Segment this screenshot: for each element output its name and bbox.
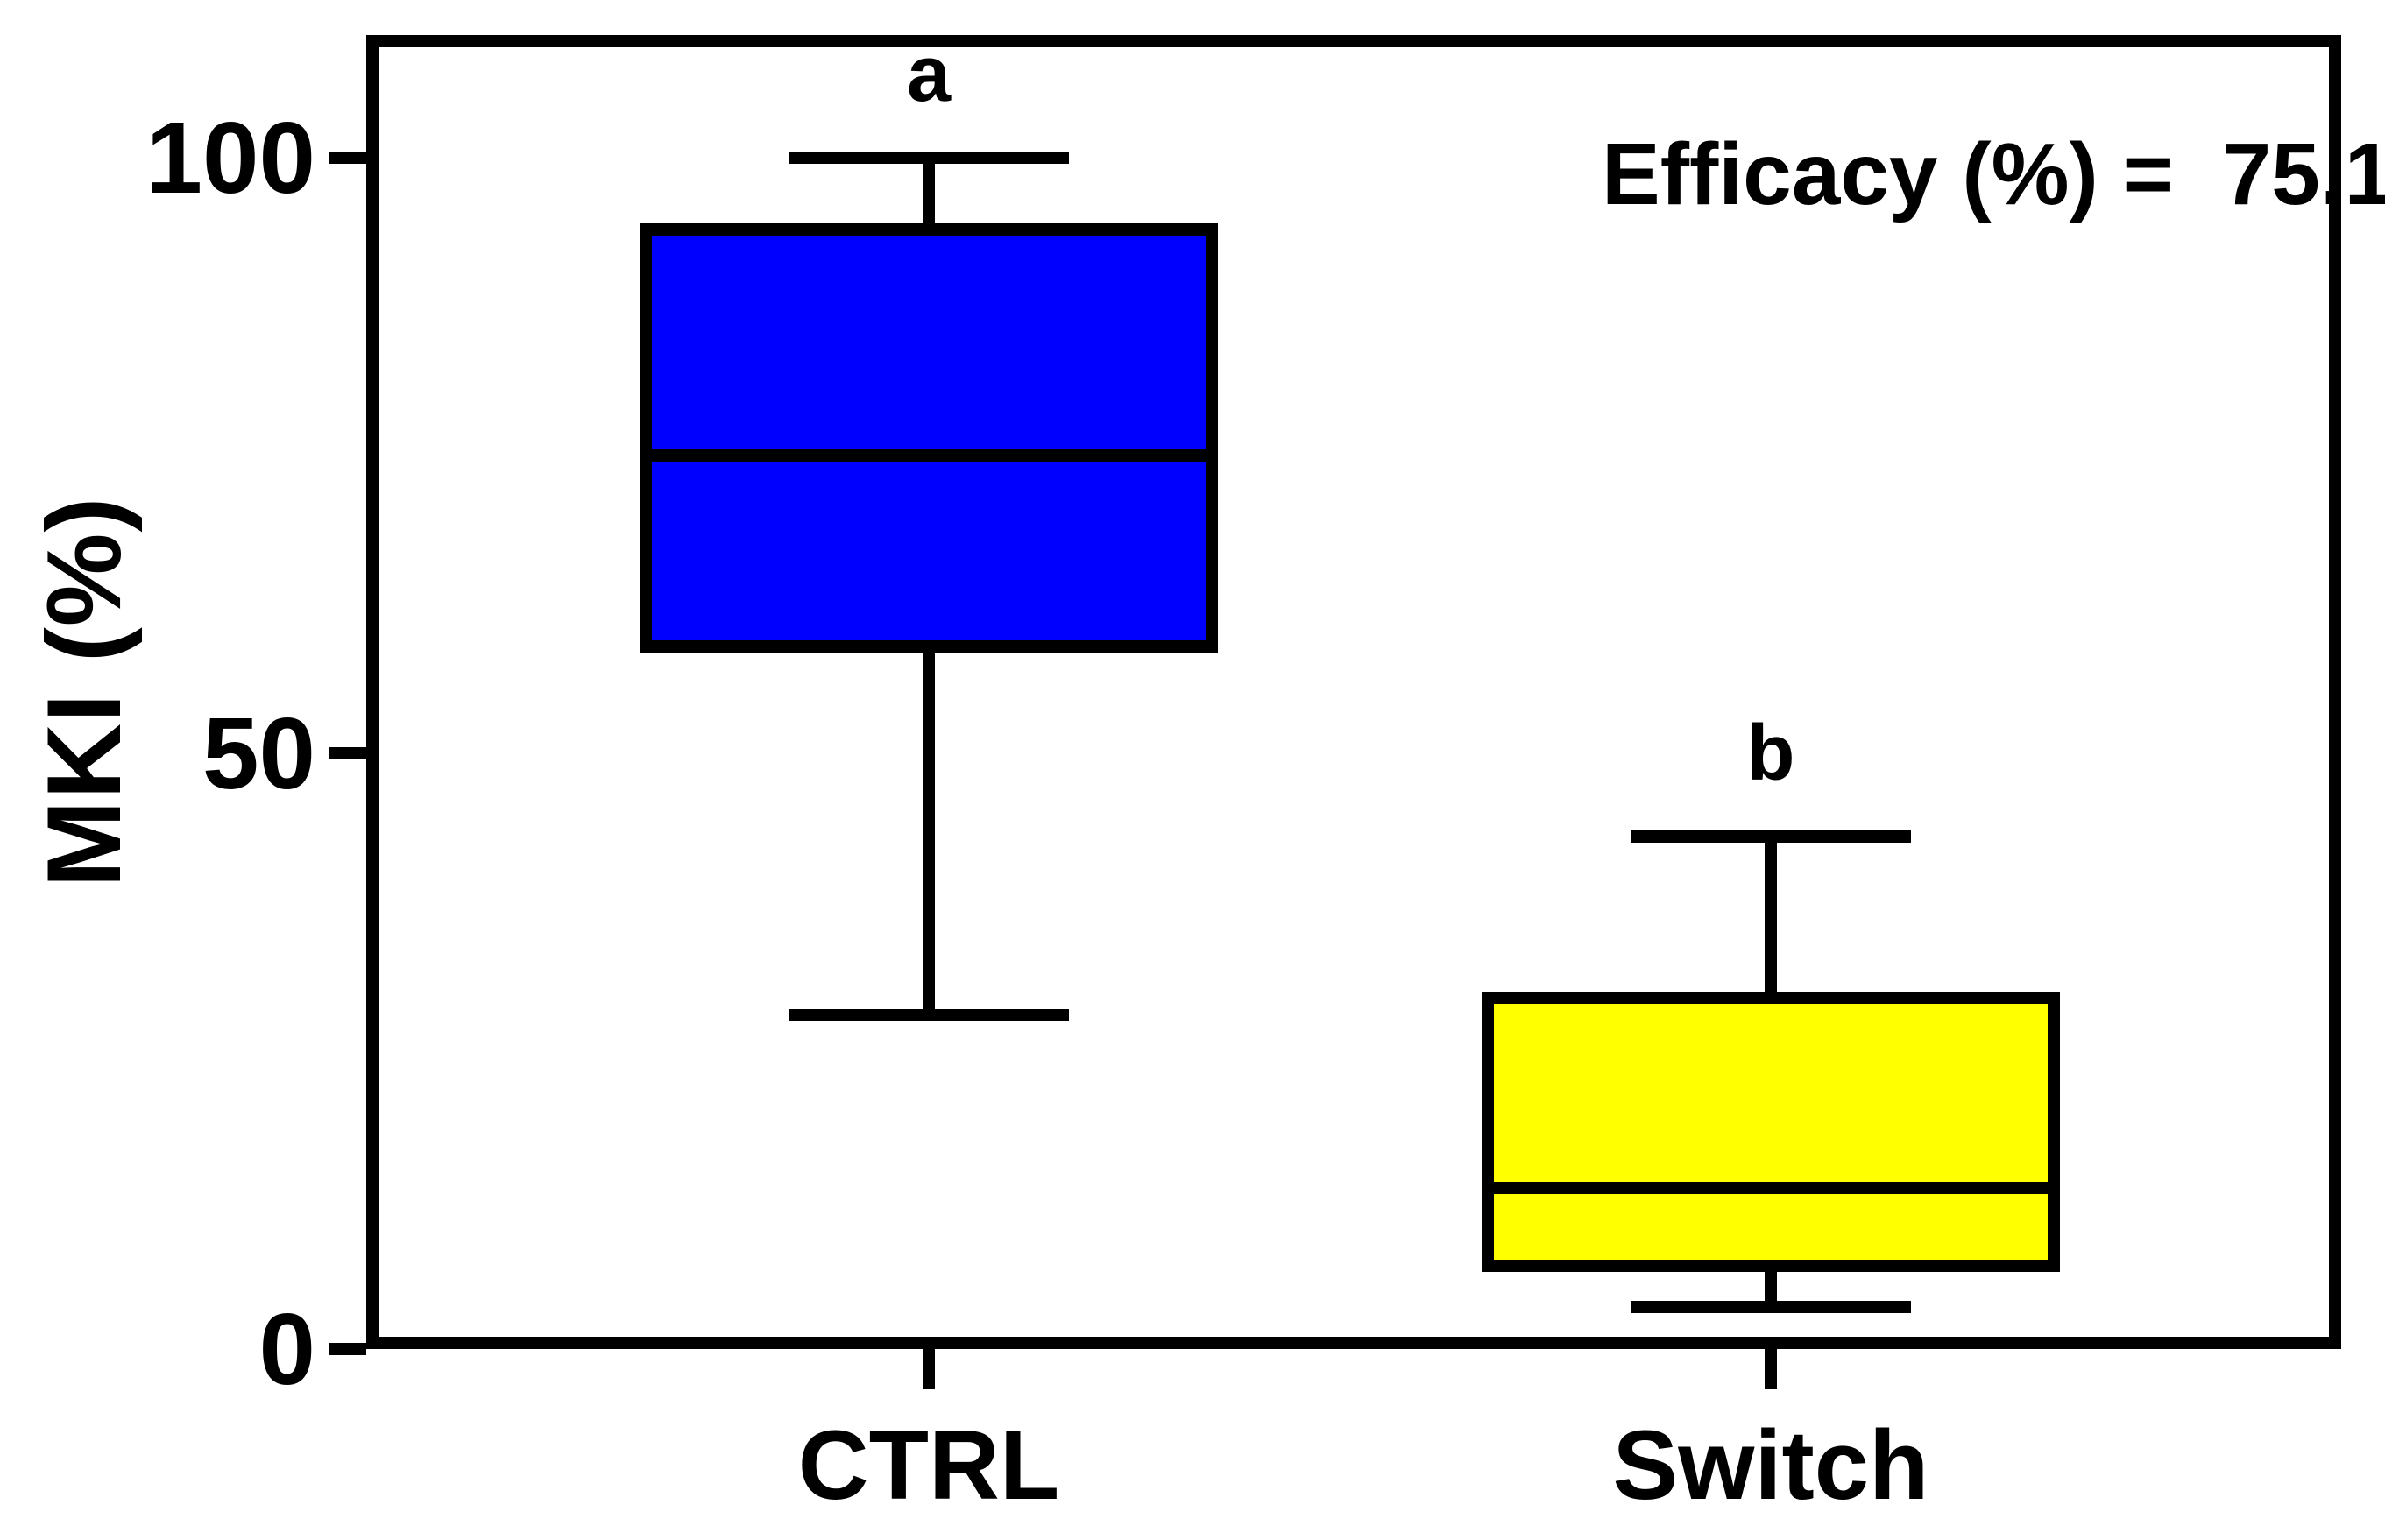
- y-axis-tick-label: 50: [202, 696, 315, 810]
- whisker-upper-cap: [789, 152, 1069, 164]
- x-axis-tick: [923, 1349, 935, 1389]
- whisker-upper-line: [923, 158, 935, 230]
- significance-letter: b: [1746, 710, 1795, 798]
- y-axis-tick-label: 100: [145, 101, 315, 215]
- efficacy-annotation: Efficacy (%) = 75.1: [1602, 125, 2385, 223]
- plot-frame: [366, 35, 2341, 1349]
- median-line: [640, 449, 1218, 462]
- whisker-lower-line: [1765, 1265, 1777, 1308]
- y-axis-tick: [329, 1343, 366, 1355]
- y-axis-tick: [329, 152, 366, 164]
- x-axis-category-label: Switch: [1612, 1410, 1929, 1520]
- x-axis-category-label: CTRL: [797, 1410, 1060, 1520]
- iqr-box: [640, 223, 1218, 653]
- x-axis-tick: [1765, 1349, 1777, 1389]
- whisker-upper-cap: [1631, 830, 1911, 844]
- whisker-lower-cap: [789, 1009, 1069, 1022]
- iqr-box: [1482, 991, 2060, 1272]
- whisker-lower-line: [923, 646, 935, 1016]
- whisker-lower-cap: [1631, 1301, 1911, 1314]
- whisker-upper-line: [1765, 837, 1777, 998]
- significance-letter: a: [906, 31, 952, 118]
- median-line: [1482, 1182, 2060, 1195]
- y-axis-tick-label: 0: [258, 1292, 315, 1406]
- y-axis-tick: [329, 747, 366, 759]
